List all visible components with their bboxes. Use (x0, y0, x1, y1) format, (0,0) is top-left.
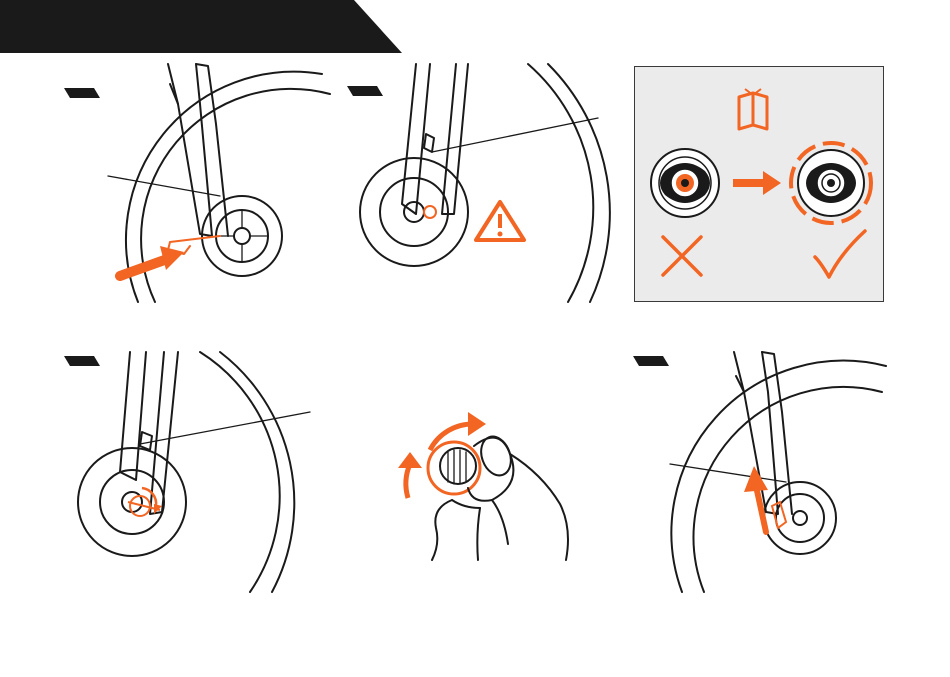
book-icon (739, 89, 767, 129)
incorrect-nut-diagram (651, 149, 719, 217)
correct-nut-diagram (791, 143, 871, 223)
step-1-insert-skewer (100, 64, 340, 304)
header-band (0, 0, 402, 53)
quick-release-info-box (634, 66, 884, 302)
check-icon (815, 231, 865, 277)
step-tab-1 (64, 88, 100, 98)
step-3-tighten-nut (70, 352, 320, 596)
step-2-seat-skewer (358, 64, 608, 304)
step-4-thread-nut-detail (392, 404, 582, 564)
cross-icon (663, 237, 701, 275)
warning-icon (476, 202, 524, 240)
arrow-right-icon (733, 171, 781, 195)
step-5-close-lever (660, 352, 900, 596)
